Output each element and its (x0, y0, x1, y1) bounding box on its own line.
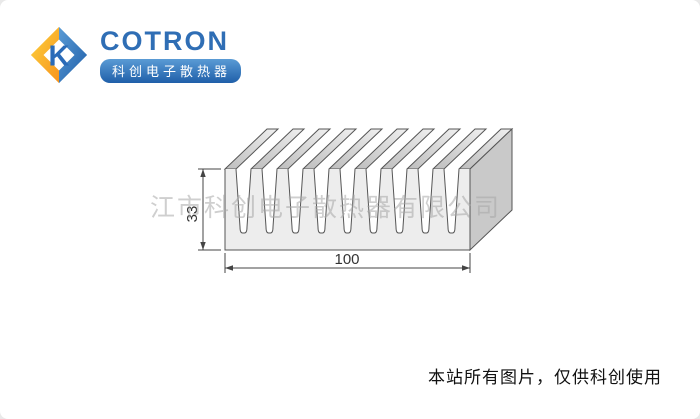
logo-k-icon: K (30, 26, 88, 84)
heatsink-geometry (198, 127, 514, 273)
dimension-width-label: 100 (334, 251, 359, 268)
heatsink-technical-drawing: 33 100 (185, 127, 514, 273)
brand-name: COTRON (100, 26, 229, 57)
logo-blue-ribbon (59, 26, 88, 84)
footer-disclaimer: 本站所有图片，仅供科创使用 (428, 368, 662, 387)
logo-letter: K (49, 41, 70, 73)
logo-orange-ribbon (30, 26, 59, 84)
dimension-height-label: 33 (185, 206, 201, 223)
logo: K COTRON 科创电子散热器 (28, 24, 242, 86)
logo-text: COTRON 科创电子散热器 (100, 26, 242, 83)
brand-subtitle: 科创电子散热器 (100, 58, 242, 83)
